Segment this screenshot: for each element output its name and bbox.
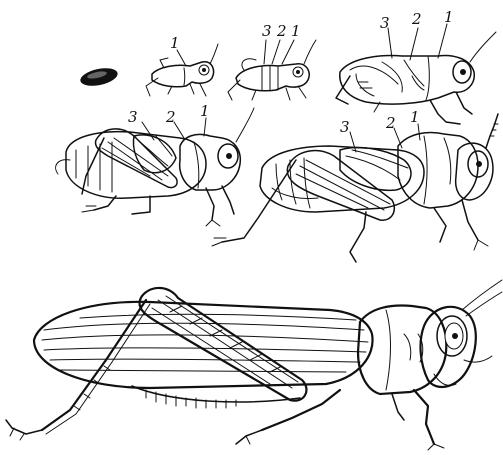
nymph-5-label-2: 2 — [385, 114, 396, 132]
nymph-3-label-3: 3 — [380, 14, 390, 32]
nymph-3-label-1: 1 — [444, 8, 454, 26]
nymph-1-label-1: 1 — [170, 34, 180, 52]
nymph-2-label-3: 3 — [262, 22, 272, 40]
nymph-5-label-3: 3 — [340, 118, 350, 136]
egg — [79, 65, 119, 89]
nymph-4-label-2: 2 — [165, 108, 176, 126]
nymph-2 — [228, 40, 316, 100]
nymph-4-label-3: 3 — [128, 108, 138, 126]
adult-grasshopper — [6, 280, 502, 450]
nymph-5 — [212, 114, 498, 262]
nymph-4-label-1: 1 — [200, 102, 210, 120]
nymph-3-label-2: 2 — [411, 10, 422, 28]
nymph-2-label-1: 1 — [291, 22, 301, 40]
nymph-2-label-2: 2 — [276, 22, 287, 40]
nymph-1 — [146, 44, 218, 96]
nymph-5-label-1: 1 — [410, 108, 420, 126]
nymph-4 — [56, 108, 254, 226]
